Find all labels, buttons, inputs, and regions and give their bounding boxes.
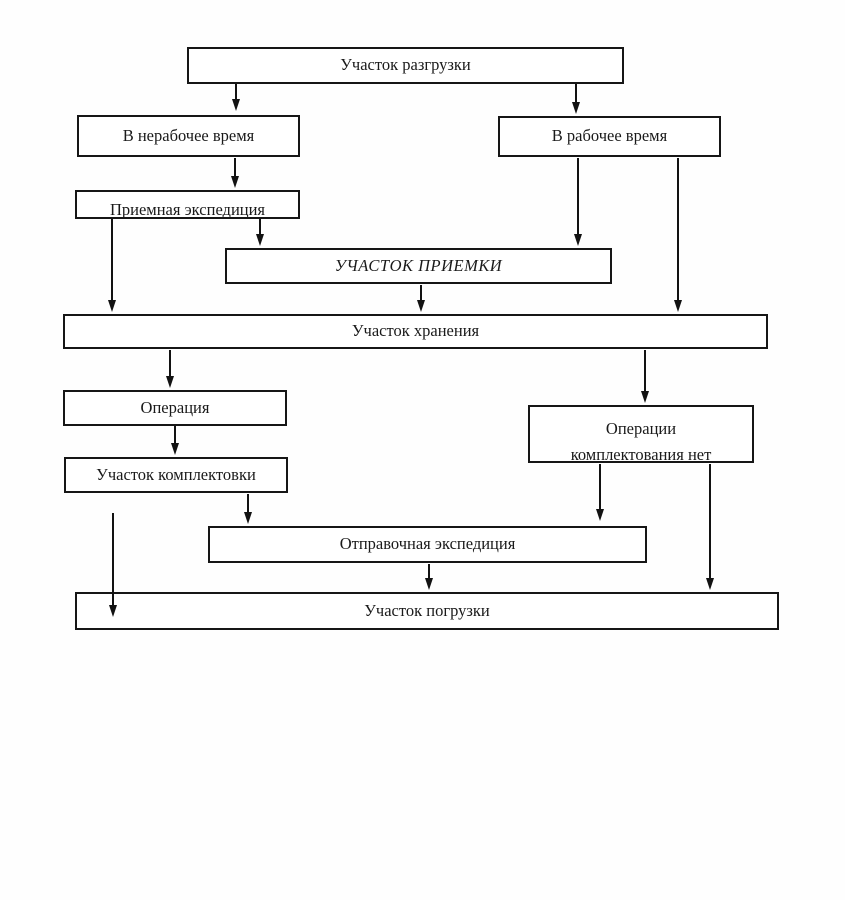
node-unloading-area: Участок разгрузки	[187, 47, 624, 84]
arrow-working-to-acceptance	[577, 158, 579, 234]
arrow-no-picking-to-loading	[709, 464, 711, 578]
node-nonworking-hours: В нерабочее время	[77, 115, 300, 157]
node-dispatch-expedition: Отправочная экспедиция	[208, 526, 647, 563]
arrow-picking-to-loading	[112, 513, 114, 605]
arrow-receiving-expedition-to-storage	[111, 219, 113, 300]
node-storage-area: Участок хранения	[63, 314, 768, 349]
arrow-no-picking-to-dispatch	[599, 464, 601, 509]
arrow-acceptance-to-storage	[420, 285, 422, 300]
node-loading-area: Участок погрузки	[75, 592, 779, 630]
arrow-storage-to-operation	[169, 350, 171, 376]
node-label: Приемная экспедиция	[109, 200, 266, 219]
node-label: Участок разгрузки	[340, 55, 471, 75]
node-label-line2: комплектования нет	[570, 445, 712, 463]
node-label: Участок комплектовки	[96, 464, 256, 484]
node-label: Отправочная экспедиция	[339, 534, 516, 554]
arrow-nonworking-to-receiving-expedition	[234, 158, 236, 176]
node-label: УЧАСТОК ПРИЕМКИ	[334, 255, 503, 275]
node-label: В рабочее время	[551, 126, 668, 146]
node-acceptance-area: УЧАСТОК ПРИЕМКИ	[225, 248, 612, 284]
node-picking-area: Участок комплектовки	[64, 457, 288, 493]
node-no-picking-operations: Операции комплектования нет	[528, 405, 754, 463]
arrow-receiving-expedition-to-acceptance	[259, 219, 261, 234]
node-label: В нерабочее время	[122, 125, 255, 145]
arrow-storage-to-no-picking	[644, 350, 646, 391]
arrow-dispatch-to-loading	[428, 564, 430, 578]
node-label: Участок хранения	[351, 321, 480, 341]
arrow-picking-to-dispatch	[247, 494, 249, 512]
node-label-line1: Операции	[605, 419, 677, 438]
arrow-operation-to-picking	[174, 426, 176, 443]
node-working-hours: В рабочее время	[498, 116, 721, 157]
node-label: Операция	[140, 397, 210, 417]
node-operation: Операция	[63, 390, 287, 426]
arrow-working-to-storage	[677, 158, 679, 300]
node-receiving-expedition: Приемная экспедиция	[75, 190, 300, 219]
node-label: Участок погрузки	[364, 600, 490, 620]
arrow-unloading-to-nonworking	[235, 84, 237, 99]
arrow-unloading-to-working	[575, 84, 577, 102]
